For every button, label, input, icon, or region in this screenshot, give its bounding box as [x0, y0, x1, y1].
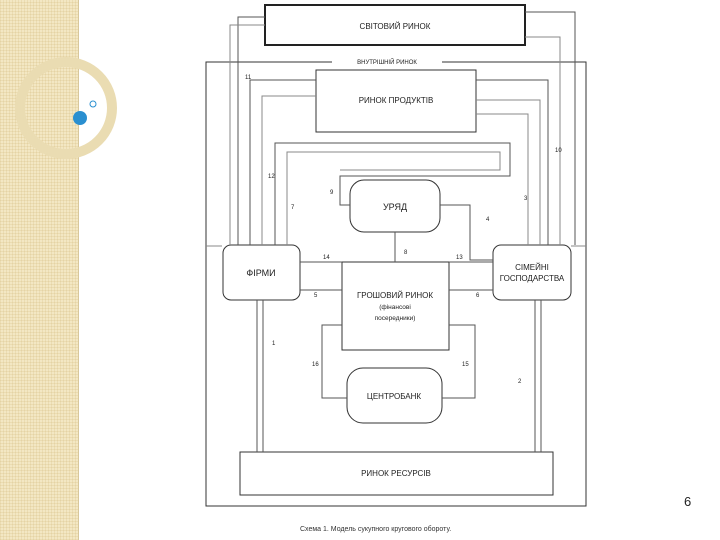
decor-bubble-large	[73, 111, 87, 125]
flow-label-3: 3	[524, 196, 528, 202]
central-bank-label: ЦЕНТРОБАНК	[367, 392, 421, 401]
flow-label-5: 5	[314, 293, 318, 299]
flow-label-13: 13	[456, 255, 463, 261]
households-label-1: СІМЕЙНІ	[515, 263, 549, 272]
domestic-label-bg	[332, 57, 442, 67]
flow-firms-to-government-b	[286, 151, 501, 245]
money-market-label-2: (фінансові	[379, 303, 411, 311]
flow-households-to-government-4	[440, 204, 493, 261]
households-box	[492, 244, 572, 301]
flow-world-to-firms-b	[229, 24, 265, 245]
flow-label-10: 10	[555, 148, 562, 154]
flow-label-15: 15	[462, 362, 469, 368]
strip-divider	[78, 0, 79, 540]
flow-label-9: 9	[330, 190, 334, 196]
world-market-label: СВІТОВИЙ РИНОК	[360, 22, 431, 31]
flow-label-12: 12	[268, 174, 275, 180]
flow-label-4: 4	[486, 217, 490, 223]
flow-label-14: 14	[323, 255, 330, 261]
money-market-label-1: ГРОШОВИЙ РИНОК	[357, 291, 433, 300]
government-label: УРЯД	[383, 202, 407, 212]
firms-label: ФІРМИ	[246, 268, 275, 278]
product-market-box	[315, 69, 477, 133]
flow-firms-to-government-12	[274, 142, 511, 245]
flow-product-to-households-b	[476, 99, 541, 245]
product-market-label: РИНОК ПРОДУКТІВ	[359, 96, 434, 105]
flow-product-to-firms-b	[261, 95, 316, 245]
flow-label-16: 16	[312, 362, 319, 368]
flow-central-bank-to-money-15	[442, 324, 476, 399]
flow-label-1: 1	[272, 341, 276, 347]
world-market-box	[264, 4, 526, 46]
flow-world-to-households	[525, 11, 576, 245]
resource-market-label: РИНОК РЕСУРСІВ	[361, 469, 431, 478]
decorative-side-strip	[0, 0, 78, 540]
figure-caption: Схема 1. Модель сукупного кругового обор…	[300, 526, 452, 533]
flow-world-to-firms-a	[237, 16, 265, 245]
resource-market-box	[239, 451, 554, 496]
flow-label-6: 6	[476, 293, 480, 299]
decor-bubble-small	[89, 100, 97, 108]
flow-label-7: 7	[291, 205, 295, 211]
page-number: 6	[684, 494, 692, 509]
flow-product-to-households-10	[476, 79, 549, 245]
flow-label-8: 8	[404, 250, 408, 256]
flow-households-to-world	[525, 36, 561, 245]
flow-label-11: 11	[245, 75, 252, 81]
flow-product-to-firms-11	[249, 79, 316, 245]
money-market-box	[341, 261, 450, 351]
flow-product-to-households-c	[476, 113, 529, 245]
flow-money-to-central-bank-16	[321, 324, 347, 399]
domestic-market-label: ВНУТРІШНІЙ РИНОК	[357, 58, 417, 66]
central-bank-box	[346, 367, 443, 424]
money-market-label-3: посередники)	[375, 315, 416, 322]
flow-label-2: 2	[518, 379, 522, 385]
decor-arc	[15, 57, 117, 159]
households-label-2: ГОСПОДАРСТВА	[500, 274, 565, 283]
